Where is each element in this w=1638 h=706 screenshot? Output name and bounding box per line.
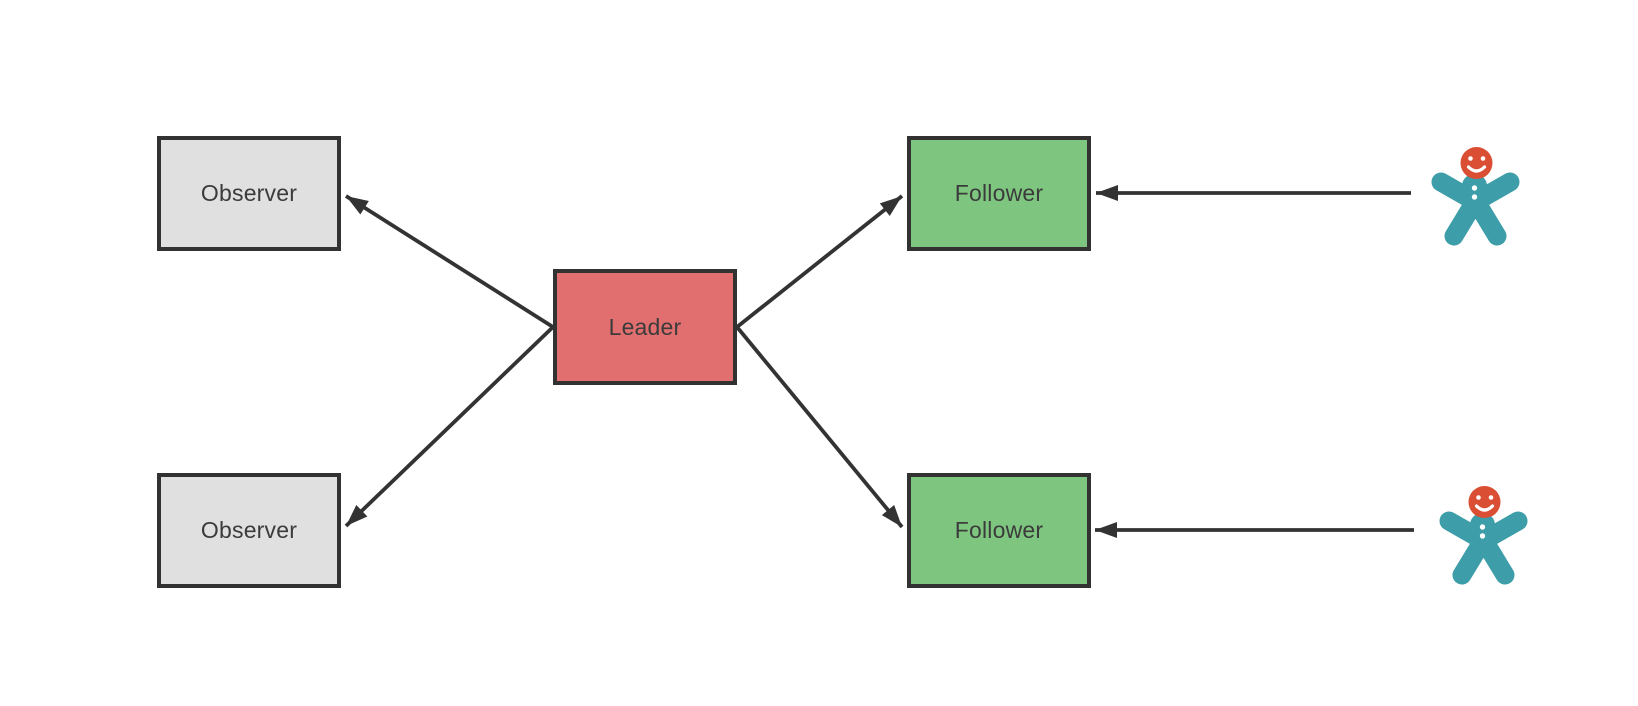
node-observer-top-label: Observer bbox=[200, 180, 298, 206]
person-icon bbox=[1439, 486, 1528, 585]
edge-client-top-to-follower-bottom-leader bbox=[735, 325, 904, 529]
edge-leader-to-follower-top bbox=[735, 194, 904, 329]
person-head bbox=[1460, 147, 1493, 179]
edge-leader-to-observer-top bbox=[344, 194, 555, 329]
edge-leader-to-observer-bottom bbox=[344, 325, 555, 528]
node-observer-top: Observer bbox=[157, 136, 341, 251]
person-smile bbox=[1466, 165, 1487, 173]
person-icon bbox=[1431, 147, 1520, 246]
node-observer-bottom-label: Observer bbox=[200, 517, 298, 543]
person-torso bbox=[1462, 174, 1487, 212]
person-face bbox=[1468, 156, 1486, 161]
person-buttons bbox=[1479, 524, 1486, 539]
person-torso bbox=[1470, 513, 1495, 551]
person-face bbox=[1476, 495, 1494, 500]
node-follower-bottom: Follower bbox=[907, 473, 1091, 588]
node-leader: Leader bbox=[553, 269, 737, 385]
person-smile bbox=[1474, 504, 1495, 512]
node-follower-bottom-label: Follower bbox=[954, 517, 1044, 543]
node-observer-bottom: Observer bbox=[157, 473, 341, 588]
node-leader-label: Leader bbox=[608, 313, 682, 340]
node-follower-top-label: Follower bbox=[954, 180, 1044, 206]
person-head bbox=[1468, 486, 1501, 518]
node-follower-top: Follower bbox=[907, 136, 1091, 251]
person-buttons bbox=[1471, 185, 1478, 200]
